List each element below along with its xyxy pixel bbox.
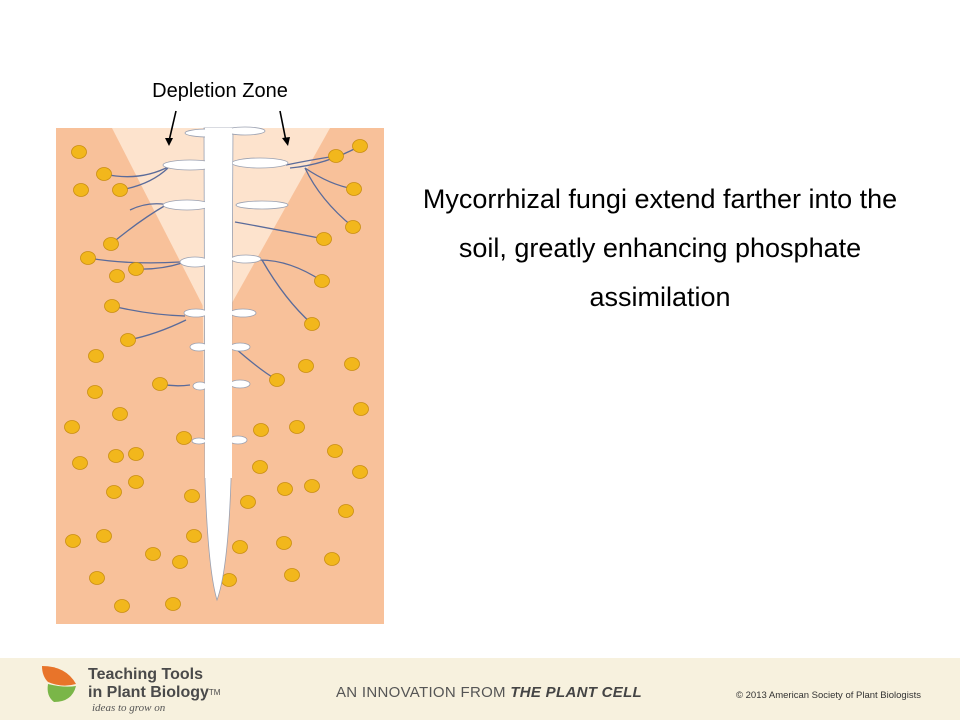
phosphate-particle [103, 237, 119, 251]
root-hair [230, 254, 262, 264]
root-hair [229, 342, 251, 352]
phosphate-particle [353, 402, 369, 416]
phosphate-particle [304, 479, 320, 493]
caption-text: Mycorrhizal fungi extend farther into th… [422, 184, 898, 312]
phosphate-particle [346, 182, 362, 196]
phosphate-particle [284, 568, 300, 582]
phosphate-particle [352, 465, 368, 479]
phosphate-particle [316, 232, 332, 246]
depletion-arrow-right [279, 110, 287, 142]
phosphate-particle [352, 139, 368, 153]
phosphate-particle [114, 599, 130, 613]
hypha [87, 257, 181, 264]
phosphate-particle [327, 444, 343, 458]
brand-title: Teaching Tools in Plant BiologyTM [88, 666, 220, 702]
phosphate-particle [277, 482, 293, 496]
phosphate-particle [314, 274, 330, 288]
phosphate-particle [165, 597, 181, 611]
root-hair [191, 437, 207, 445]
phosphate-particle [344, 357, 360, 371]
innovation-prefix: AN INNOVATION FROM [336, 684, 506, 701]
phosphate-particle [172, 555, 188, 569]
innovation-line: AN INNOVATION FROM THE PLANT CELL [336, 684, 642, 701]
copyright-notice: © 2013 American Society of Plant Biologi… [736, 690, 921, 701]
phosphate-particle [112, 407, 128, 421]
phosphate-particle [240, 495, 256, 509]
trademark: TM [208, 688, 221, 697]
phosphate-particle [64, 420, 80, 434]
phosphate-particle [108, 449, 124, 463]
root-hair [192, 381, 208, 391]
phosphate-particles [64, 139, 369, 613]
phosphate-particle [109, 269, 125, 283]
phosphate-particle [104, 299, 120, 313]
phosphate-particle [252, 460, 268, 474]
root-hair [162, 199, 212, 211]
phosphate-particle [304, 317, 320, 331]
depletion-zone-right [228, 128, 330, 310]
phosphate-particle [88, 349, 104, 363]
phosphate-particle [289, 420, 305, 434]
root-hair [231, 157, 289, 169]
phosphate-particle [87, 385, 103, 399]
innovation-name: THE PLANT CELL [510, 684, 643, 701]
phosphate-particle [269, 373, 285, 387]
root-hair [235, 200, 289, 210]
root-hair [229, 308, 257, 318]
phosphate-particle [145, 547, 161, 561]
phosphate-particle [328, 149, 344, 163]
phosphate-particle [253, 423, 269, 437]
phosphate-particle [184, 489, 200, 503]
phosphate-particle [276, 536, 292, 550]
phosphate-particle [106, 485, 122, 499]
phosphate-particle [221, 573, 237, 587]
hypha [234, 221, 325, 240]
phosphate-particle [73, 183, 89, 197]
phosphate-particle [128, 447, 144, 461]
depletion-arrow-left [168, 110, 177, 142]
root-hair [183, 308, 209, 318]
phosphate-particle [112, 183, 128, 197]
brand-line-1: Teaching Tools [88, 666, 203, 683]
phosphate-particle [298, 359, 314, 373]
depletion-zone-label: Depletion Zone [152, 80, 288, 102]
brand-line-2: in Plant BiologyTM [88, 684, 221, 701]
phosphate-particle [128, 475, 144, 489]
phosphate-particle [176, 431, 192, 445]
root-hair [229, 379, 251, 389]
phosphate-particle [338, 504, 354, 518]
mycorrhiza-diagram [56, 110, 384, 624]
phosphate-particle [71, 145, 87, 159]
phosphate-particle [120, 333, 136, 347]
phosphate-particle [89, 571, 105, 585]
leaf-logo-icon [42, 666, 76, 702]
phosphate-particle [72, 456, 88, 470]
brand-tagline: ideas to grow on [92, 702, 166, 714]
phosphate-particle [80, 251, 96, 265]
footer-bar [0, 658, 960, 720]
phosphate-particle [345, 220, 361, 234]
phosphate-particle [186, 529, 202, 543]
phosphate-particle [324, 552, 340, 566]
phosphate-particle [232, 540, 248, 554]
phosphate-particle [96, 529, 112, 543]
phosphate-particle [152, 377, 168, 391]
hypha [304, 167, 354, 228]
depletion-arrow-left-head [165, 138, 173, 146]
depletion-arrow-right-head [282, 137, 290, 146]
phosphate-particle [96, 167, 112, 181]
phosphate-particle [128, 262, 144, 276]
phosphate-particle [65, 534, 81, 548]
